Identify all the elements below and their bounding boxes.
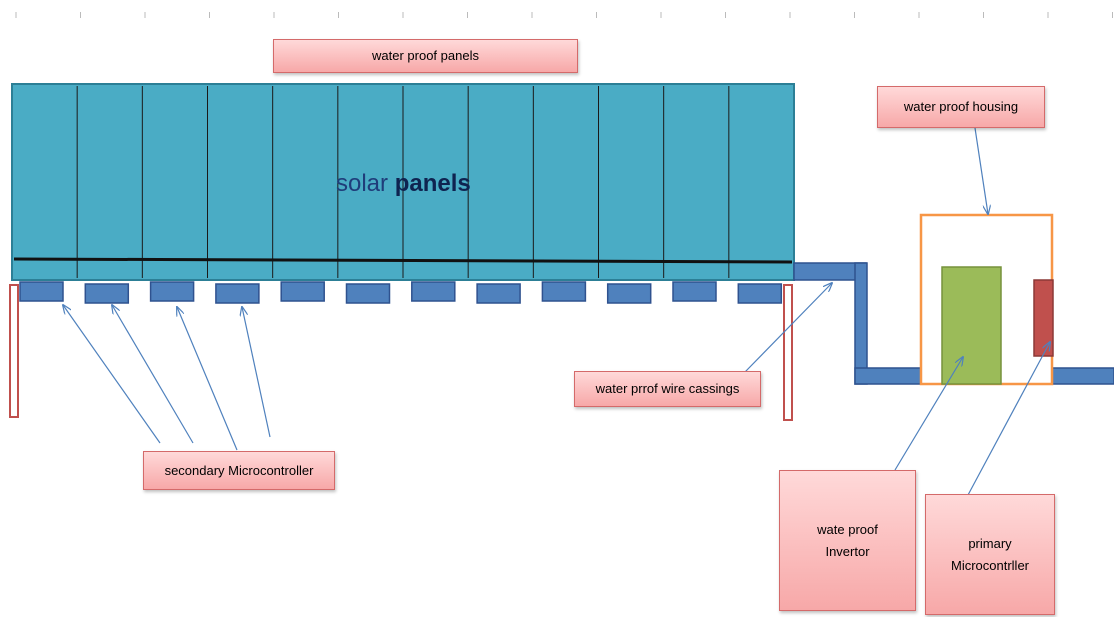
secondary-controller-block bbox=[672, 281, 717, 302]
secondary-controller-block bbox=[84, 283, 130, 304]
secondary-controller-block bbox=[411, 281, 456, 302]
inverter-line-1: wate proof bbox=[817, 521, 878, 537]
secondary-controller-block bbox=[737, 283, 783, 304]
left-support-leg bbox=[9, 284, 19, 418]
arrow-housing bbox=[974, 127, 988, 214]
secondary-controller-block bbox=[280, 281, 325, 302]
label-primary-microcontroller: primary Microcontrller bbox=[925, 494, 1055, 615]
label-wire-casings: water prrof wire cassings bbox=[574, 371, 761, 407]
secondary-controller-block bbox=[345, 283, 391, 304]
annotation-arrows bbox=[63, 127, 1050, 496]
secondary-controller-block bbox=[476, 283, 521, 304]
arrow-controller-2 bbox=[112, 305, 194, 444]
label-waterproof-housing: water proof housing bbox=[877, 86, 1045, 128]
wire-casing bbox=[793, 262, 1114, 385]
arrow-primary bbox=[967, 342, 1050, 496]
arrow-wire-casing bbox=[744, 283, 832, 373]
secondary-controller-block bbox=[215, 283, 260, 304]
arrow-controller-4 bbox=[242, 307, 271, 438]
arrow-inverter bbox=[894, 357, 963, 471]
secondary-controller-block bbox=[19, 281, 64, 302]
primary-line-1: primary bbox=[968, 535, 1012, 551]
label-secondary-microcontroller: secondary Microcontroller bbox=[143, 451, 335, 490]
label-waterproof-panels: water proof panels bbox=[273, 39, 578, 73]
secondary-controller-block bbox=[541, 281, 587, 302]
right-support-leg bbox=[783, 284, 793, 421]
solar-panels-text: solar panels bbox=[336, 170, 471, 198]
solar-word: solar bbox=[336, 170, 389, 197]
panels-word: panels bbox=[394, 170, 471, 197]
inverter-line-2: Invertor bbox=[825, 543, 870, 559]
arrow-controller-1 bbox=[63, 305, 161, 444]
label-inverter: wate proof Invertor bbox=[779, 470, 916, 611]
ruler-ticks bbox=[15, 12, 1113, 18]
secondary-controllers bbox=[19, 281, 783, 304]
secondary-controller-block bbox=[149, 281, 195, 302]
arrow-controller-3 bbox=[177, 307, 238, 451]
primary-controller-block bbox=[1033, 279, 1054, 357]
secondary-controller-block bbox=[606, 283, 652, 304]
panel-dividers bbox=[76, 86, 730, 278]
primary-line-2: Microcontrller bbox=[950, 557, 1029, 573]
panel-bottom-rail bbox=[13, 257, 793, 264]
inverter-block bbox=[941, 266, 1002, 385]
